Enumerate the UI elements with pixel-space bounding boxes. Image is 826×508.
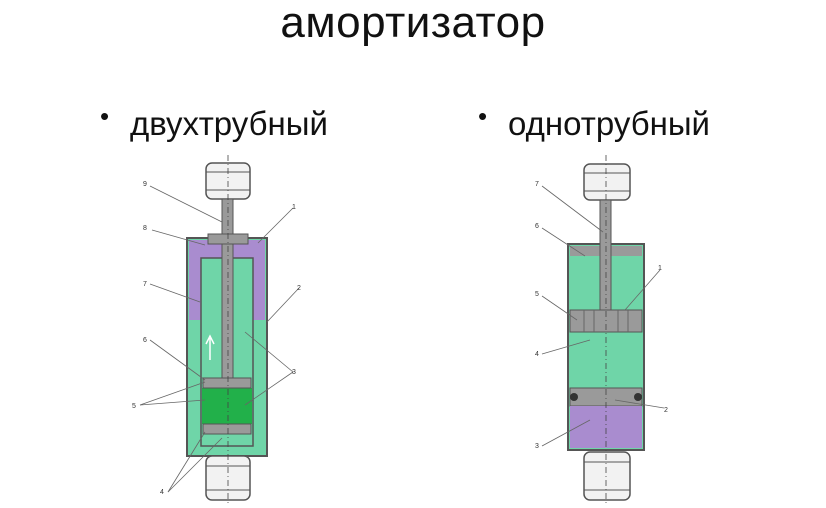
callout-4: 4 xyxy=(535,351,539,358)
page-title: амортизатор xyxy=(280,0,546,47)
callout-2: 2 xyxy=(297,285,301,292)
callout-3: 3 xyxy=(535,443,539,450)
callout-6: 6 xyxy=(143,337,147,344)
bullet-dot: • xyxy=(100,101,110,131)
leader-lines xyxy=(139,185,300,493)
callout-3: 3 xyxy=(292,369,296,376)
callout-5: 5 xyxy=(132,403,136,410)
callout-5: 5 xyxy=(535,291,539,298)
callout-7: 7 xyxy=(143,281,147,288)
seal-ring xyxy=(570,393,578,401)
flow-arrow xyxy=(205,334,215,360)
bottom-mount-eye xyxy=(583,451,631,501)
piston-rod xyxy=(599,199,612,311)
bullet-label-mono-tube: однотрубный xyxy=(508,105,710,142)
bullet-label-twin-tube: двухтрубный xyxy=(130,105,328,142)
top-mount-eye xyxy=(583,163,631,201)
callout-1: 1 xyxy=(658,265,662,272)
bullet-dot: • xyxy=(478,101,488,131)
base-valve xyxy=(202,423,252,435)
callout-2: 2 xyxy=(664,407,668,414)
bullet-mono-tube: • однотрубный xyxy=(478,101,710,144)
callout-4: 4 xyxy=(160,489,164,496)
callout-9: 9 xyxy=(143,181,147,188)
callout-6: 6 xyxy=(535,223,539,230)
bullet-twin-tube: • двухтрубный xyxy=(100,101,328,144)
callout-1: 1 xyxy=(292,204,296,211)
compression-chamber xyxy=(202,388,252,424)
bottom-mount-eye xyxy=(205,455,251,501)
callout-7: 7 xyxy=(535,181,539,188)
leader-lines xyxy=(541,185,665,447)
seal-ring xyxy=(634,393,642,401)
callout-8: 8 xyxy=(143,225,147,232)
